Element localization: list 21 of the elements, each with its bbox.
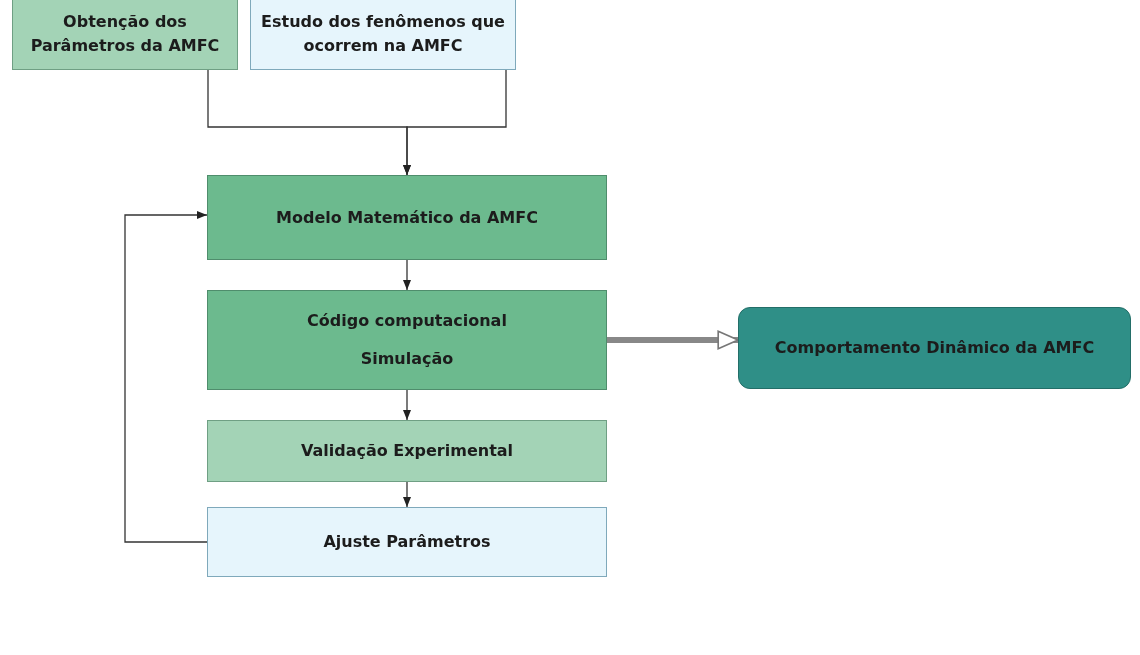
box-label: Estudo dos fenômenos que ocorrem na AMFC	[261, 11, 505, 57]
box-label: Código computacional	[307, 310, 507, 332]
arrow	[402, 481, 412, 508]
process-box	[12, 0, 238, 70]
arrow	[402, 389, 412, 421]
box-label: Validação Experimental	[300, 440, 514, 462]
process-box	[207, 290, 607, 390]
arrow	[607, 330, 739, 350]
process-box	[207, 507, 607, 577]
arrow	[124, 210, 208, 543]
process-box	[738, 307, 1131, 389]
arrow	[402, 259, 412, 291]
process-box	[207, 175, 607, 260]
box-label: Modelo Matemático da AMFC	[276, 206, 538, 229]
box-label: Obtenção dos Parâmetros da AMFC	[29, 11, 221, 57]
process-box	[207, 420, 607, 482]
arrow	[402, 69, 507, 176]
box-label: Ajuste Parâmetros	[323, 531, 491, 553]
box-label: Comportamento Dinâmico da AMFC	[774, 337, 1095, 359]
process-box	[250, 0, 516, 70]
box-label: Simulação	[360, 348, 454, 370]
